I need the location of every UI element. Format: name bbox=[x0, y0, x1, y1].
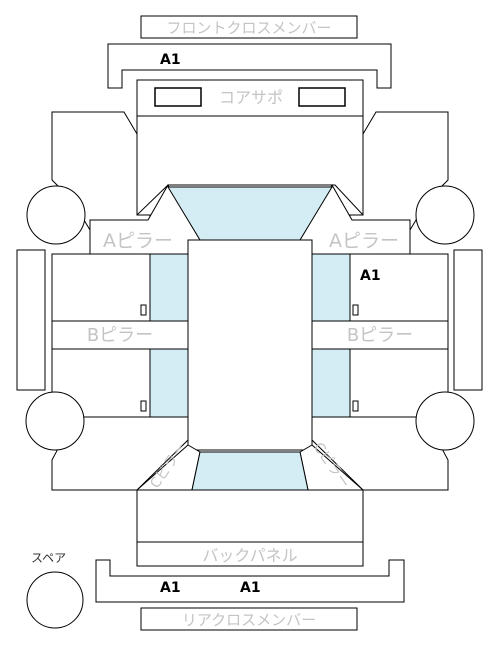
a-pillar-left-label: Aピラー bbox=[103, 230, 173, 252]
rear-cross-member-mark-1: A1 bbox=[160, 580, 181, 596]
front-cross-member[interactable] bbox=[107, 43, 392, 89]
b-pillar-right-label: Bピラー bbox=[347, 325, 413, 346]
side-step-left[interactable] bbox=[16, 249, 46, 391]
front-door-right-handle bbox=[352, 304, 359, 316]
right-body-mark: A1 bbox=[360, 268, 381, 284]
front-cross-member-label-box bbox=[140, 15, 358, 39]
rear-door-left-handle bbox=[140, 400, 147, 412]
rear-cross-member-label-box bbox=[140, 607, 358, 631]
trunk[interactable] bbox=[136, 489, 364, 543]
b-pillar-right[interactable] bbox=[311, 320, 449, 350]
front-cross-member-mark: A1 bbox=[160, 52, 181, 68]
back-panel[interactable] bbox=[136, 541, 364, 567]
front-window-right[interactable] bbox=[311, 253, 351, 322]
roof[interactable] bbox=[187, 239, 313, 451]
spare-label: スペア bbox=[31, 551, 66, 565]
rear-window[interactable] bbox=[191, 451, 309, 491]
wheel-rear-left[interactable] bbox=[25, 391, 85, 451]
core-support-label: コアサポ bbox=[219, 88, 283, 107]
rear-cross-member-mark-2: A1 bbox=[240, 580, 261, 596]
b-pillar-left-label: Bピラー bbox=[87, 325, 153, 346]
rear-window-left[interactable] bbox=[149, 348, 189, 418]
spare-tire[interactable] bbox=[26, 571, 84, 629]
back-panel-label: バックパネル bbox=[202, 546, 297, 565]
core-support-left-slot bbox=[154, 87, 202, 107]
wheel-rear-right[interactable] bbox=[415, 391, 475, 451]
front-cross-member-label: フロントクロスメンバー bbox=[166, 19, 331, 37]
rear-cross-member-label: リアクロスメンバー bbox=[182, 611, 316, 629]
front-door-left-handle bbox=[140, 304, 147, 316]
front-window-left[interactable] bbox=[149, 253, 189, 322]
a-pillar-right-label: Aピラー bbox=[329, 230, 399, 252]
front-door-left[interactable] bbox=[51, 253, 151, 322]
wheel-front-right[interactable] bbox=[415, 185, 475, 245]
rear-door-right-handle bbox=[352, 400, 359, 412]
side-step-right[interactable] bbox=[453, 249, 483, 391]
front-door-right[interactable] bbox=[349, 253, 449, 322]
core-support-right-slot bbox=[298, 87, 346, 107]
rear-cross-member[interactable] bbox=[95, 559, 405, 603]
rear-window-right[interactable] bbox=[311, 348, 351, 418]
wheel-front-left[interactable] bbox=[26, 185, 86, 245]
b-pillar-left[interactable] bbox=[51, 320, 189, 350]
